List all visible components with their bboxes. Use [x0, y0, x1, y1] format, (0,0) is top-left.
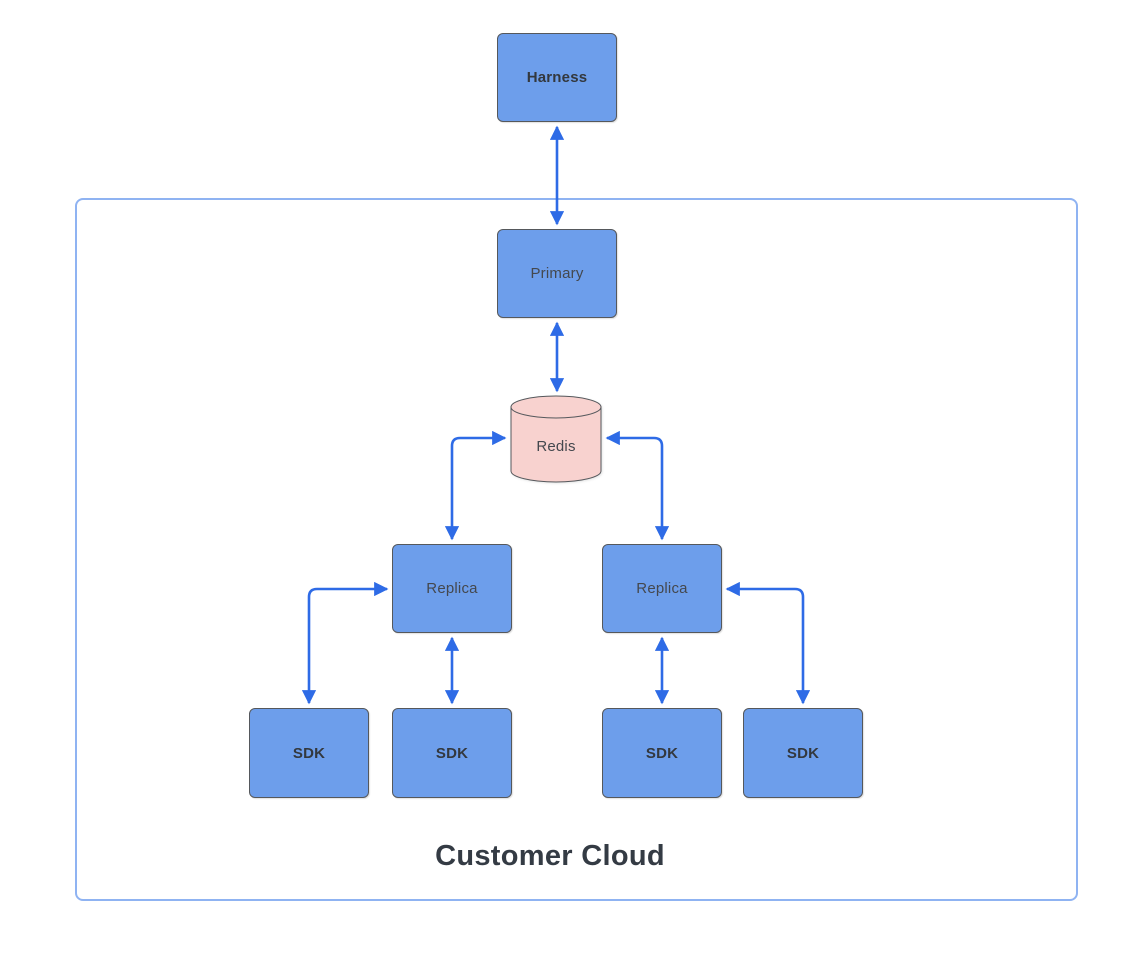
node-replica-left: Replica	[392, 544, 512, 633]
node-sdk-outer-left-label: SDK	[292, 744, 326, 762]
node-sdk-inner-left-label: SDK	[435, 744, 469, 762]
customer-cloud-title: Customer Cloud	[435, 840, 665, 872]
node-sdk-outer-right-label: SDK	[786, 744, 820, 762]
node-sdk-inner-left: SDK	[392, 708, 512, 798]
node-sdk-outer-right: SDK	[743, 708, 863, 798]
node-redis-label: Redis	[536, 437, 576, 455]
cylinder-shape-icon	[510, 395, 602, 483]
node-sdk-inner-right: SDK	[602, 708, 722, 798]
node-primary: Primary	[497, 229, 617, 318]
node-harness-label: Harness	[526, 69, 588, 86]
node-replica-left-label: Replica	[426, 580, 478, 597]
node-redis-cylinder: Redis	[510, 395, 602, 483]
node-replica-right-label: Replica	[636, 580, 688, 597]
node-harness: Harness	[497, 33, 617, 122]
node-primary-label: Primary	[530, 265, 584, 282]
node-sdk-outer-left: SDK	[249, 708, 369, 798]
node-sdk-inner-right-label: SDK	[645, 744, 679, 762]
node-replica-right: Replica	[602, 544, 722, 633]
